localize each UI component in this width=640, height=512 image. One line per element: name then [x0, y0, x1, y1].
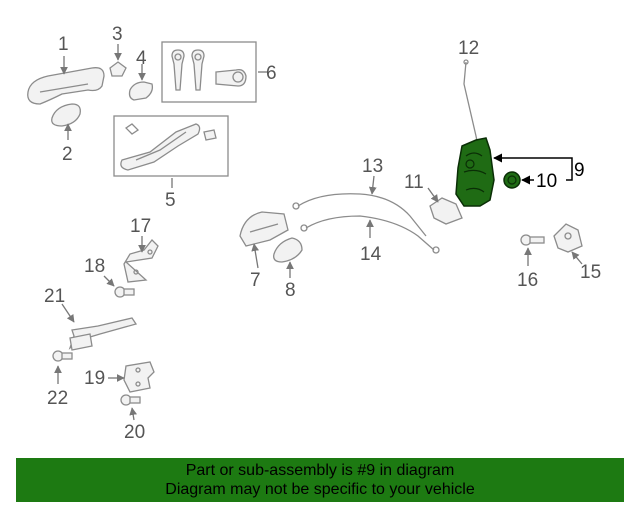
- banner-line-disclaimer: Diagram may not be specific to your vehi…: [165, 481, 475, 498]
- callout-20: 20: [124, 422, 145, 443]
- callout-14: 14: [360, 244, 382, 265]
- info-banner: Part or sub-assembly is #9 in diagram Di…: [16, 458, 624, 502]
- callout-13: 13: [362, 156, 383, 177]
- grommet-part-10: 10: [503, 171, 557, 192]
- cover-part-4: 4: [128, 48, 154, 101]
- bolt-part-18: 18: [84, 256, 135, 298]
- door-lock-actuator-part-9: 9: [455, 137, 585, 207]
- check-link-part-21: 21: [44, 286, 138, 351]
- callout-3: 3: [112, 24, 123, 45]
- key-set-part-6: 6: [161, 41, 277, 103]
- callout-17: 17: [130, 216, 151, 237]
- linkage-assembly-part-5: 5: [113, 115, 229, 211]
- callout-22: 22: [47, 388, 68, 409]
- callout-16: 16: [517, 270, 538, 291]
- callout-15: 15: [580, 262, 601, 283]
- callout-7: 7: [250, 270, 261, 291]
- bracket-part-11: 11: [404, 172, 463, 225]
- callout-21: 21: [44, 286, 65, 307]
- callout-1: 1: [58, 34, 69, 55]
- callout-5: 5: [165, 190, 176, 211]
- bezel-part-8: 8: [273, 237, 303, 301]
- callout-2: 2: [62, 144, 73, 165]
- banner-line-part-number: Part or sub-assembly is #9 in diagram: [185, 462, 455, 479]
- callout-11: 11: [404, 172, 424, 193]
- cable-part-14: 14: [300, 215, 440, 265]
- callout-8: 8: [285, 280, 296, 301]
- callout-18: 18: [84, 256, 105, 277]
- upper-hinge-part-17: 17: [123, 216, 159, 283]
- callout-6: 6: [266, 63, 277, 84]
- striker-part-15: 15: [553, 223, 601, 283]
- callout-12: 12: [458, 38, 479, 59]
- callout-4: 4: [136, 48, 147, 69]
- callout-9: 9: [574, 160, 585, 181]
- outside-handle-part-1: 1: [27, 34, 105, 105]
- bolt-part-22: 22: [47, 350, 73, 409]
- handle-pad-part-2: 2: [51, 103, 81, 165]
- cap-part-3: 3: [109, 24, 127, 77]
- rod-part-12: 12: [458, 38, 479, 147]
- lower-hinge-part-19: 19: [84, 361, 155, 393]
- bolt-part-20: 20: [120, 394, 145, 443]
- callout-19: 19: [84, 368, 105, 389]
- cable-part-13: 13: [292, 156, 427, 237]
- bolt-part-16: 16: [517, 234, 545, 291]
- callout-10: 10: [536, 171, 557, 192]
- inner-handle-part-7: 7: [239, 211, 289, 291]
